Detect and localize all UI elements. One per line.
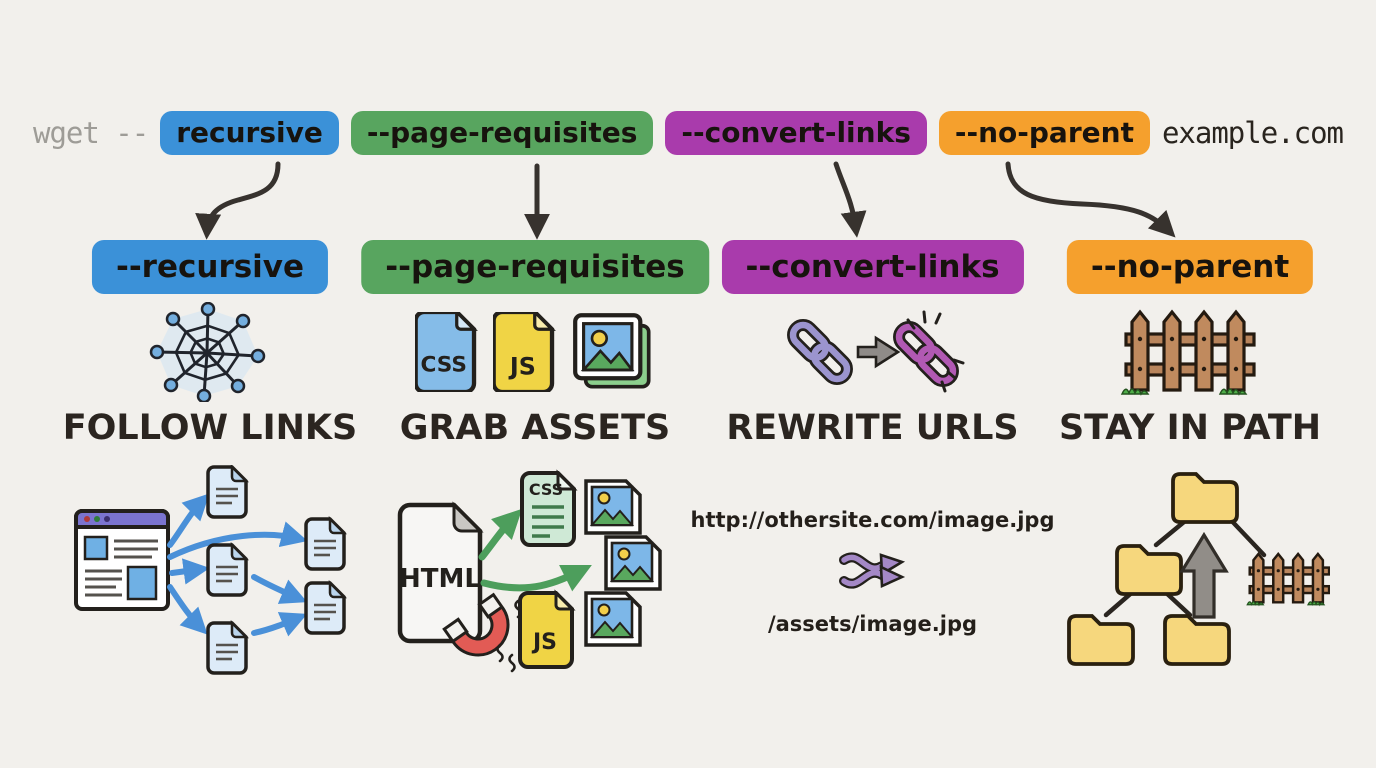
spider-web-icon: [40, 300, 380, 404]
blocking-fence-icon: [1246, 551, 1331, 607]
js-file-icon: JS: [493, 312, 556, 392]
command-prefix: wget --: [32, 116, 149, 150]
svg-text:CSS: CSS: [529, 480, 563, 499]
column-recursive: --recursive: [40, 240, 380, 710]
css-target-file-icon: CSS: [520, 469, 578, 547]
svg-text:JS: JS: [531, 630, 557, 655]
flag-badge-no-parent: --no-parent: [1066, 240, 1314, 294]
column-no-parent: --no-parent: [1045, 240, 1335, 710]
svg-text:JS: JS: [508, 353, 536, 381]
flag-badge-page-requisites: --page-requisites: [361, 240, 709, 294]
column-convert-links: --convert-links: [691, 240, 1055, 710]
command-line: wget -- recursive --page-requisites --co…: [0, 104, 1376, 162]
link-rewrite-icon: [700, 300, 1045, 404]
document-icons: [206, 463, 348, 675]
follow-links-diagram: [60, 463, 360, 684]
fence-icon: [1045, 300, 1335, 404]
html-file-icon: HTML: [397, 501, 484, 644]
browser-window-icon: [74, 509, 170, 611]
images-stack-icon: [573, 313, 651, 389]
grass-tufts: [1120, 388, 1248, 396]
grab-assets-diagram: HTML: [380, 465, 690, 689]
folder-icons: [1067, 472, 1239, 666]
command-flag-convert-links: --convert-links: [665, 110, 927, 156]
stay-in-path-diagram: [1050, 465, 1331, 679]
column-page-requisites: --page-requisites CSS JS GRAB ASSETS: [361, 240, 709, 710]
rewrite-urls-diagram: http://othersite.com/image.jpg: [691, 508, 1055, 636]
arrow-to-convert-links: [833, 161, 867, 238]
shuffle-icon: [836, 544, 910, 602]
url-after: /assets/image.jpg: [767, 612, 978, 636]
image-target-icons: [584, 479, 662, 647]
js-target-file-icon: JS: [518, 589, 576, 669]
caption-follow-links: FOLLOW LINKS: [62, 408, 358, 448]
css-file-icon: CSS: [415, 312, 478, 392]
arrow-to-recursive: [195, 161, 281, 240]
svg-text:HTML: HTML: [399, 564, 481, 594]
command-domain: example.com: [1161, 116, 1344, 150]
asset-file-icons: CSS JS: [380, 300, 690, 404]
magnet-icon: [442, 592, 510, 657]
command-to-flags-arrows: [195, 161, 1176, 240]
flag-badge-convert-links: --convert-links: [721, 240, 1024, 294]
command-flag-no-parent: --no-parent: [938, 110, 1150, 156]
up-arrow-icon: [1179, 531, 1229, 619]
link-icon: [786, 319, 853, 385]
svg-text:CSS: CSS: [421, 352, 467, 377]
caption-stay-in-path: STAY IN PATH: [1058, 408, 1322, 448]
convert-arrow-icon: [856, 335, 900, 369]
rewritten-link-icon: [892, 321, 959, 387]
url-before: http://othersite.com/image.jpg: [690, 508, 1055, 532]
flag-badge-recursive: --recursive: [91, 240, 329, 294]
caption-grab-assets: GRAB ASSETS: [399, 408, 671, 448]
caption-rewrite-urls: REWRITE URLS: [726, 408, 1019, 448]
arrow-to-no-parent: [1005, 161, 1176, 238]
command-flag-page-requisites: --page-requisites: [350, 110, 654, 156]
command-flag-recursive: recursive: [160, 110, 339, 156]
spark-lines: [906, 310, 964, 393]
